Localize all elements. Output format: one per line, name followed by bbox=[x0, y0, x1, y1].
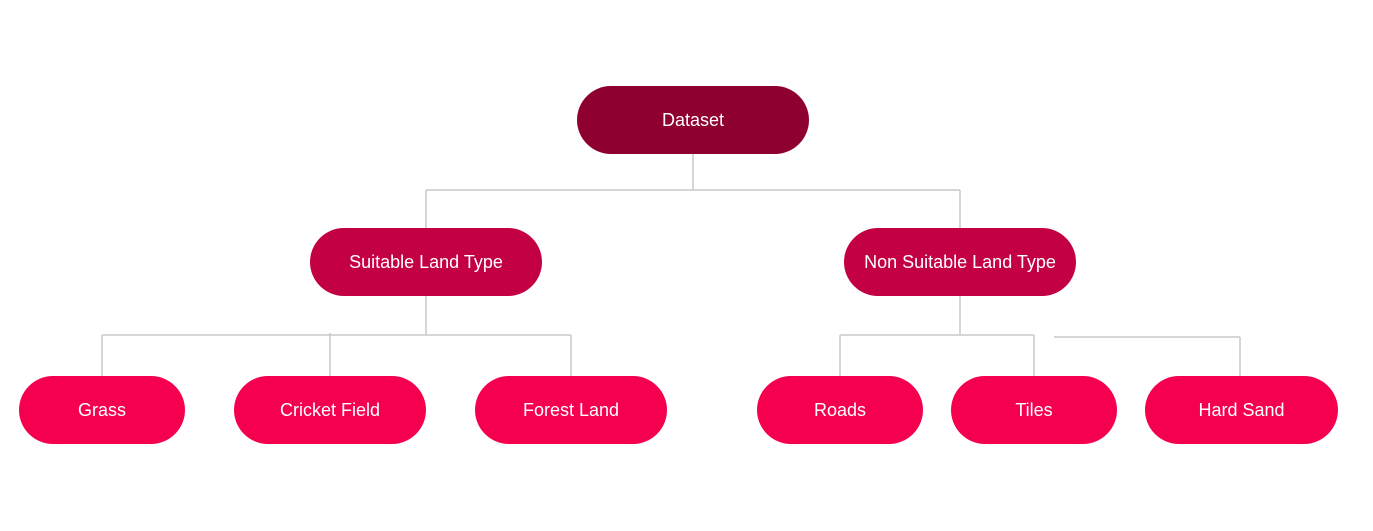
node-label: Suitable Land Type bbox=[349, 252, 503, 272]
node-label: Forest Land bbox=[522, 400, 620, 420]
node-label: Tiles bbox=[1015, 400, 1053, 420]
node-grass: Grass bbox=[19, 376, 185, 444]
node-cricket-field: Cricket Field bbox=[234, 376, 426, 444]
node-non-suitable-land-type: Non Suitable Land Type bbox=[844, 228, 1076, 296]
node-label: Roads bbox=[813, 400, 867, 420]
node-hard-sand: Hard Sand bbox=[1145, 376, 1338, 444]
node-label: Grass bbox=[77, 400, 126, 420]
node-label: Hard Sand bbox=[1198, 400, 1285, 420]
node-label: Dataset bbox=[661, 110, 725, 130]
node-forest-land: Forest Land bbox=[475, 376, 667, 444]
node-label: Non Suitable Land Type bbox=[864, 252, 1056, 272]
node-suitable-land-type: Suitable Land Type bbox=[310, 228, 542, 296]
node-dataset: Dataset bbox=[577, 86, 809, 154]
node-label: Cricket Field bbox=[279, 400, 381, 420]
node-roads: Roads bbox=[757, 376, 923, 444]
node-tiles: Tiles bbox=[951, 376, 1117, 444]
